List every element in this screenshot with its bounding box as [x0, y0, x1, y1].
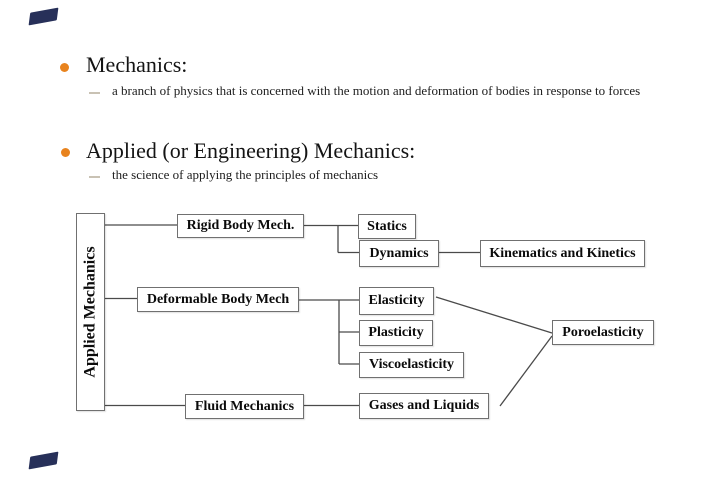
diagram-box-poroelasticity: Poroelasticity — [552, 320, 654, 345]
sub-bullet-text-mechanics: a branch of physics that is concerned wi… — [112, 83, 641, 98]
bullet-title-mechanics: Mechanics: — [86, 52, 188, 77]
diagram-box-elasticity: Elasticity — [359, 287, 434, 315]
sub-bullet-dash-icon — [89, 92, 100, 94]
diagram-box-gases-and-liquids: Gases and Liquids — [359, 393, 489, 419]
diagram-box-kinematics-and-kinetics: Kinematics and Kinetics — [480, 240, 645, 267]
diagram-box-statics: Statics — [358, 214, 416, 239]
top-left-corner-mark-icon — [28, 7, 59, 26]
diagram-box-applied-mechanics: Applied Mechanics — [76, 213, 105, 411]
diagram-box-dynamics: Dynamics — [359, 240, 439, 267]
diagram-box-plasticity: Plasticity — [359, 320, 433, 346]
bullet-dot-icon — [61, 148, 70, 157]
bottom-left-corner-mark-icon — [28, 451, 59, 470]
bullet-dot-icon — [60, 63, 69, 72]
diagram-box-rigid-body-mech: Rigid Body Mech. — [177, 214, 304, 238]
sub-bullet-text-applied-mechanics: the science of applying the principles o… — [112, 167, 379, 182]
bullet-title-applied-mechanics: Applied (or Engineering) Mechanics: — [86, 138, 416, 163]
diagram-box-viscoelasticity: Viscoelasticity — [359, 352, 464, 378]
diagram-box-deformable-body-mech: Deformable Body Mech — [137, 287, 299, 312]
diagram-box-label: Applied Mechanics — [81, 246, 99, 378]
diagram-box-fluid-mechanics: Fluid Mechanics — [185, 394, 304, 419]
sub-bullet-dash-icon — [89, 176, 100, 178]
